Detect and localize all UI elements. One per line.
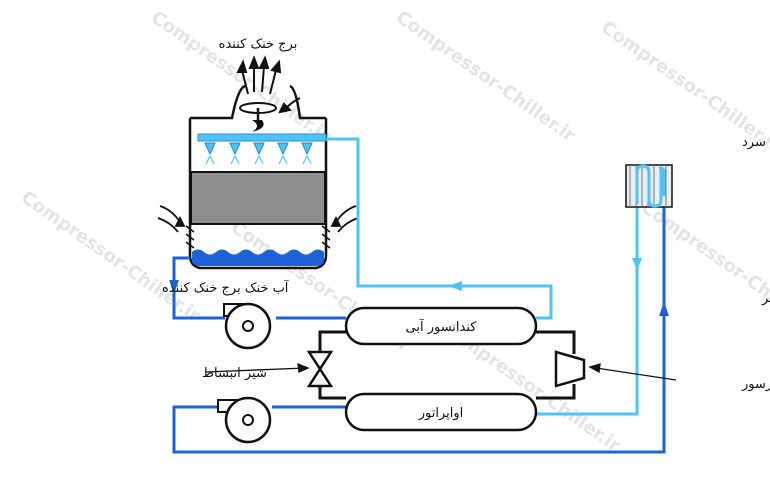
water-condenser: کندانسور آبی [344,306,538,346]
basin-water [192,249,324,266]
watermark-text: Compressor-Chiller.ir [392,7,579,147]
leader-lines [205,362,677,381]
chilled-water-consumer-label: مصرف کننده آب سرد [742,133,770,150]
flow-arrow-icon [659,302,669,316]
tower-louvers [185,225,331,249]
chilled-water-return-pipe [172,196,666,454]
expansion-valve-icon [306,350,334,388]
condenser-label: کندانسور آبی [406,318,478,335]
compressor-icon [554,350,586,388]
warm-water-return-pipe [326,137,553,320]
chiller-chilled-water-label: آب سرد چیلر [761,289,770,306]
watermark-text: Compressor-Chiller.ir [147,7,334,147]
flow-arrow-icon [632,258,642,270]
spray-header [197,133,327,142]
flow-arrow-icon [448,281,462,291]
refrigerant-loop [318,330,576,400]
chilled-water-pump-icon [217,396,272,444]
compressor-label: کمپرسور [741,377,770,392]
exhaust-air-arrows-icon [236,55,282,95]
chilled-water-supply-pipe [536,204,639,416]
cooling-tower-water-label: آب خنک برج خنک کننده [162,279,290,296]
cooling-tower-label: برج خنک کننده [219,37,298,52]
side-air-inlet-icon [157,205,359,233]
watermark-layer: Compressor-Chiller.ir Compressor-Chiller… [17,7,770,457]
cooling-water-pump-icon [223,302,272,350]
fan-icon [239,102,277,132]
spray-droplets [205,155,312,165]
cooling-tower [157,55,359,270]
fill-media [190,171,326,225]
evaporator-label: اواپراتور [418,406,464,421]
air-inlet-arrow-icon [278,97,301,114]
spray-nozzles [204,142,313,156]
flow-arrow-icon [169,280,179,294]
watermark-text: Compressor-Chiller.ir [637,197,770,337]
expansion-valve-label: شیر انبساط [202,366,267,381]
evaporator: اواپراتور [344,392,538,432]
chilled-water-consumer [625,164,673,208]
